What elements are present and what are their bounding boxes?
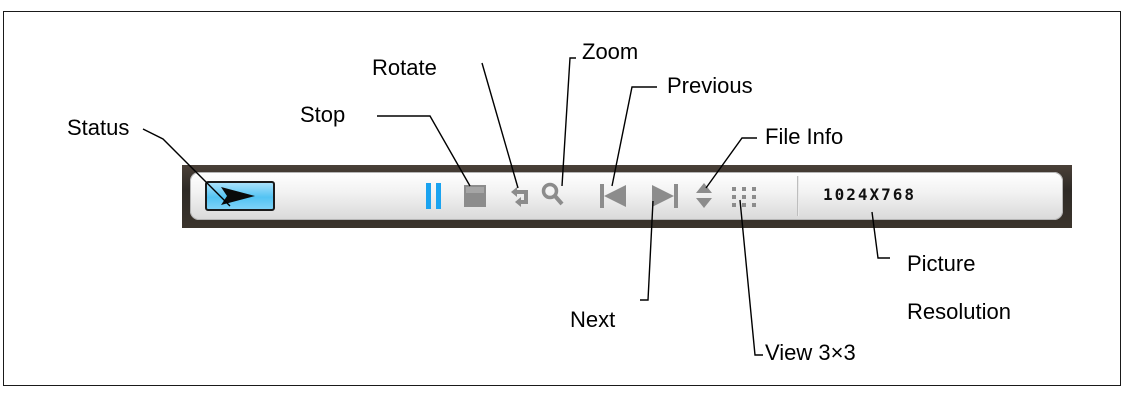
resolution-value: 1024X768	[823, 185, 917, 204]
previous-label: Previous	[667, 73, 753, 98]
resolution-label: Resolution	[907, 299, 1011, 324]
up-down-arrows-icon[interactable]	[694, 181, 714, 211]
status-label: Status	[67, 115, 130, 140]
view-3x3-leader	[739, 199, 763, 356]
stop-square-icon[interactable]	[463, 184, 487, 208]
picture-leader	[871, 211, 890, 259]
play-arrow-icon	[221, 187, 255, 205]
status-leader	[142, 128, 231, 207]
magnifier-icon[interactable]	[540, 181, 566, 209]
file-info-label: File Info	[765, 124, 844, 149]
pause-icon[interactable]	[423, 183, 445, 209]
zoom-leader	[561, 57, 576, 187]
previous-leader	[611, 86, 657, 187]
rotate-label: Rotate	[372, 55, 437, 80]
rotate-leader	[481, 62, 519, 189]
toolbar-divider	[797, 176, 799, 216]
next-leader	[640, 200, 654, 301]
stop-label: Stop	[300, 102, 346, 127]
skip-next-icon[interactable]	[650, 182, 680, 210]
stop-leader	[377, 115, 471, 187]
view-3x3-label: View 3×3	[765, 340, 856, 365]
image-viewer-toolbar	[190, 172, 1063, 220]
grid-3x3-icon[interactable]	[730, 185, 758, 209]
zoom-label: Zoom	[582, 39, 639, 64]
picture-label: Picture	[907, 251, 976, 276]
status-button[interactable]	[205, 181, 275, 211]
file-info-leader	[705, 137, 757, 189]
rotate-icon[interactable]	[508, 183, 534, 209]
skip-previous-icon[interactable]	[598, 182, 628, 210]
next-label: Next	[570, 307, 616, 332]
